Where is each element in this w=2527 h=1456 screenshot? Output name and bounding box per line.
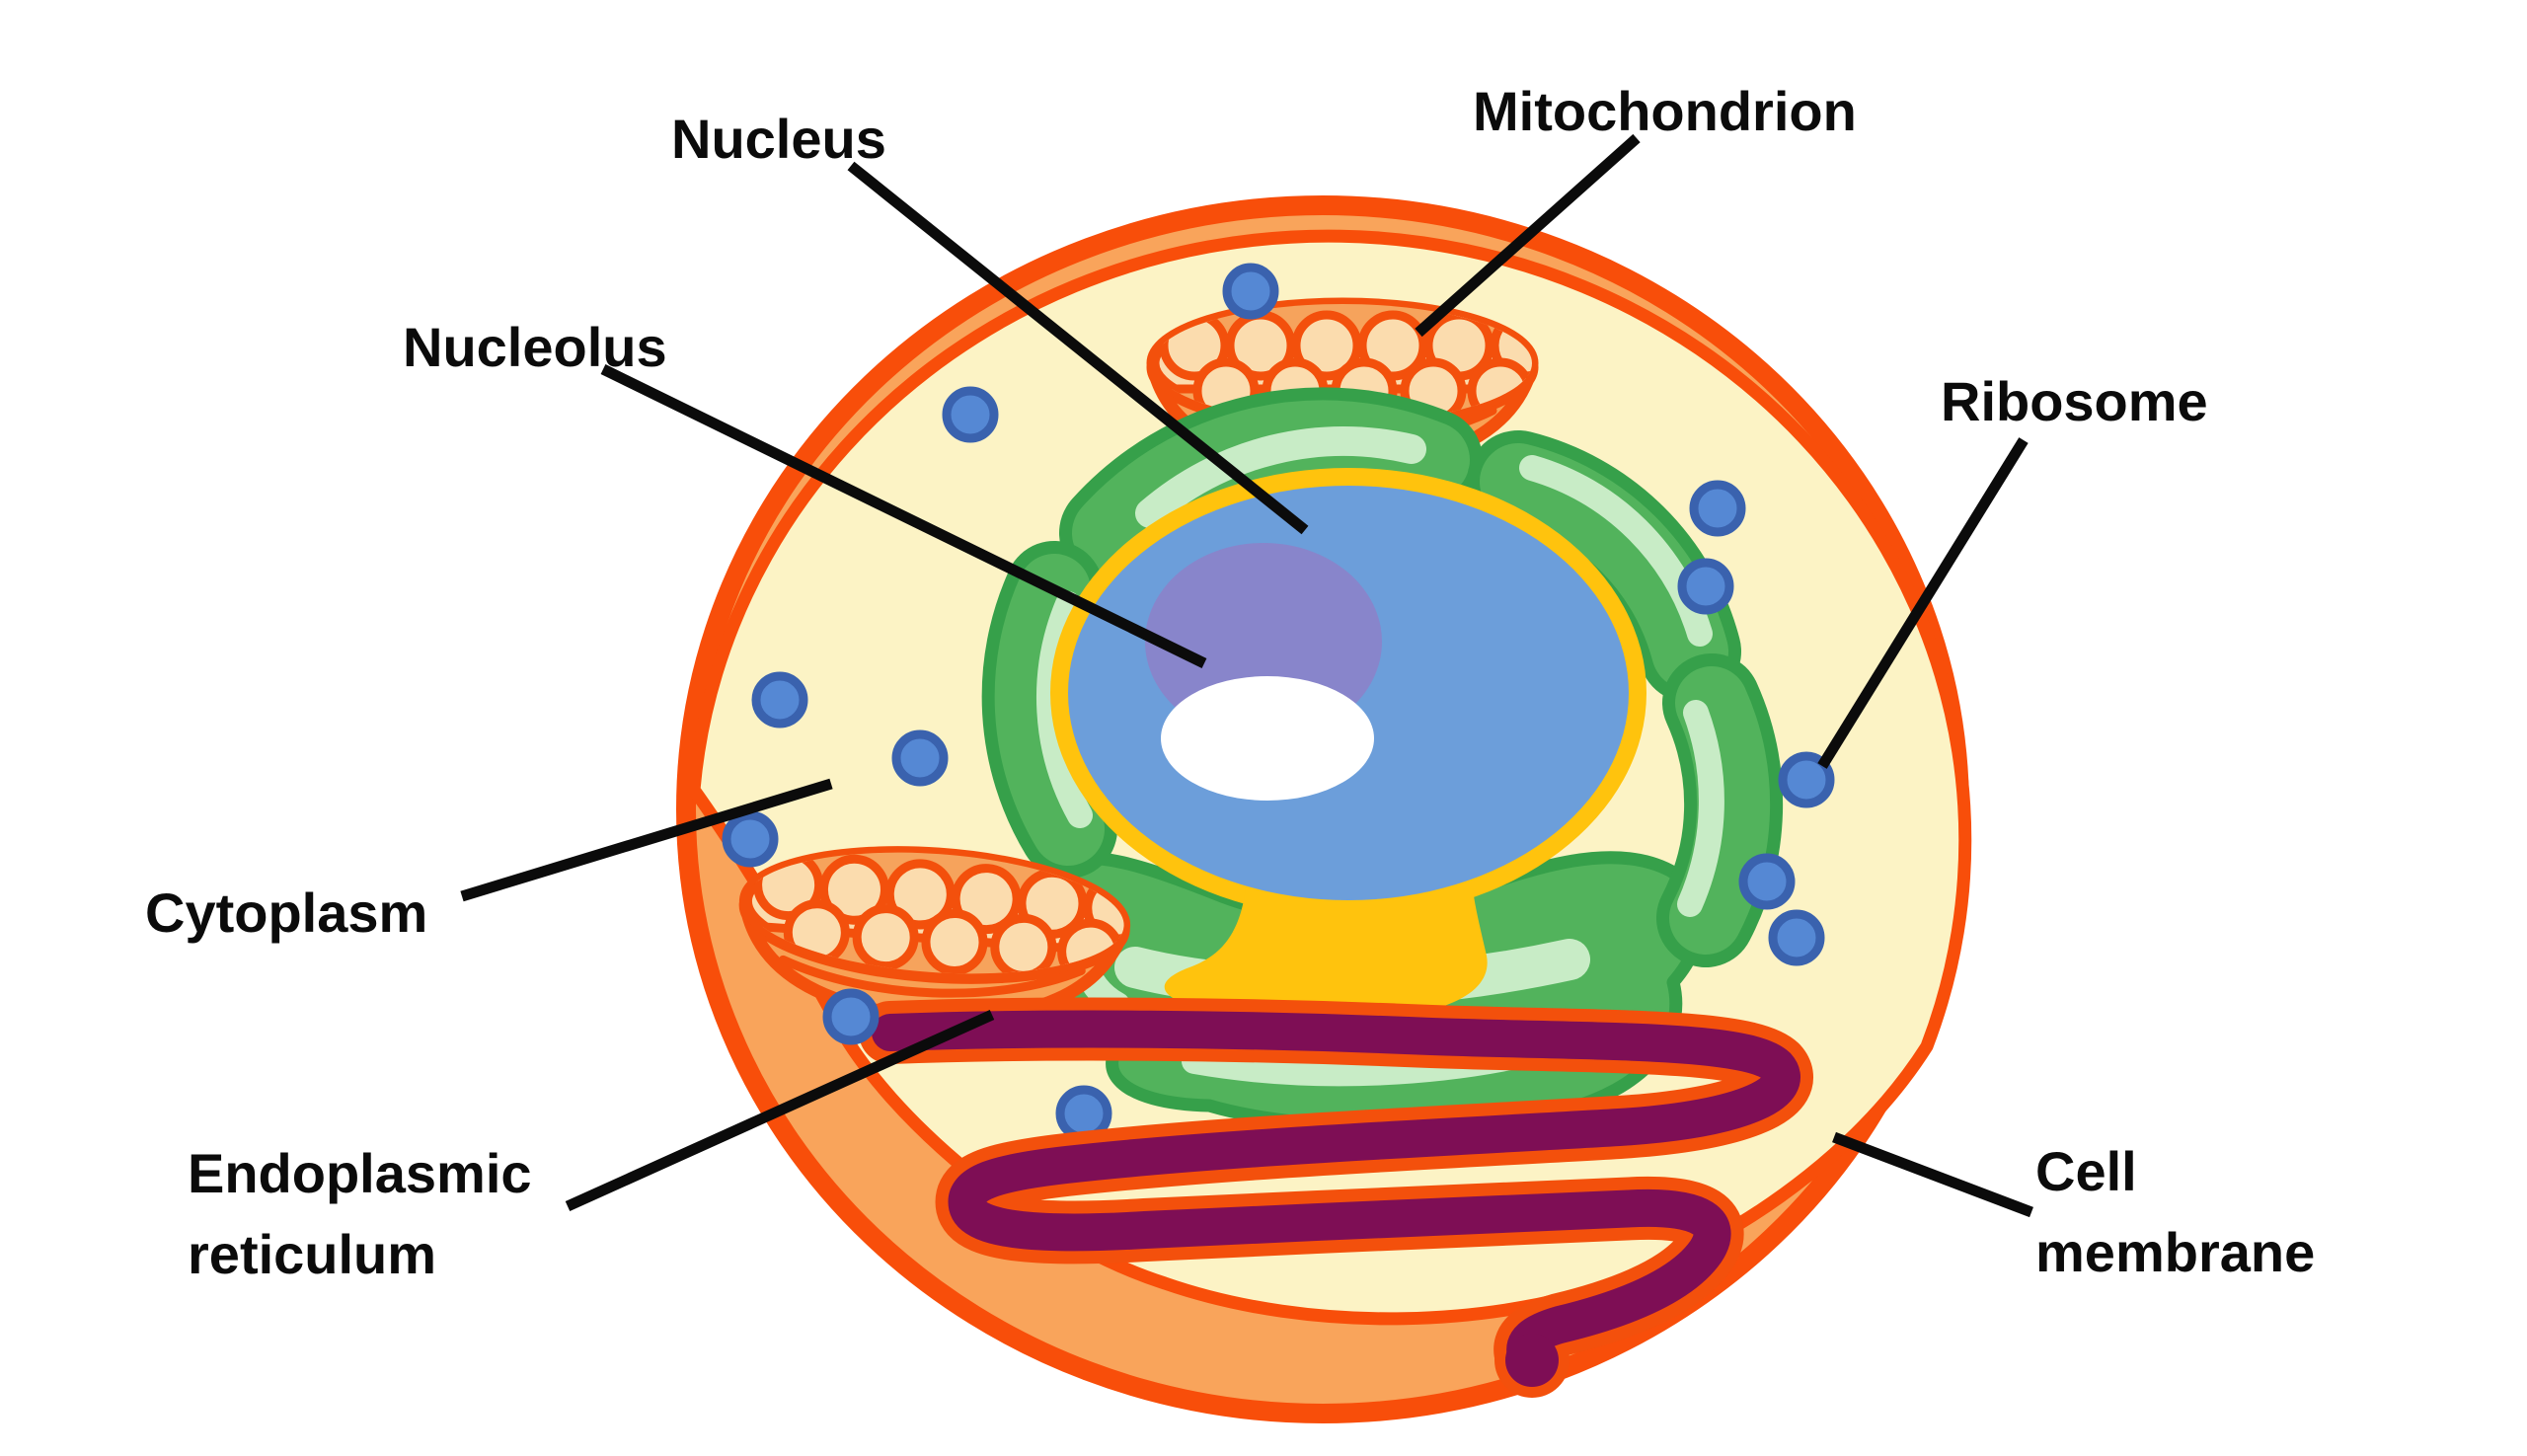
leader-ribosome bbox=[1817, 437, 2029, 769]
leader-mitochondrion bbox=[1415, 133, 1641, 338]
label-ribosome: Ribosome bbox=[1941, 370, 2208, 432]
leader-er bbox=[565, 1009, 995, 1212]
ribosome bbox=[891, 729, 949, 787]
ribosomes bbox=[751, 263, 1835, 1045]
ribosome bbox=[722, 810, 779, 868]
leader-cell-membrane bbox=[1832, 1131, 2033, 1218]
leader-nucleus bbox=[847, 161, 1309, 535]
ribosome bbox=[1689, 480, 1746, 537]
label-mitochondrion: Mitochondrion bbox=[1473, 80, 1857, 142]
ribosome bbox=[751, 671, 808, 728]
ribosome bbox=[1677, 558, 1734, 615]
label-cell-membrane: Cell membrane bbox=[2035, 1140, 2316, 1283]
nucleus bbox=[1050, 468, 1646, 1022]
ribosome bbox=[1768, 909, 1825, 966]
nucleolus-crescent bbox=[1161, 676, 1374, 801]
label-endoplasmic-reticulum: Endoplasmic reticulum bbox=[188, 1142, 532, 1285]
endoplasmic-reticulum bbox=[859, 997, 1813, 1398]
ribosome bbox=[1778, 751, 1835, 808]
ribosome bbox=[822, 988, 880, 1045]
ribosome bbox=[1738, 853, 1796, 910]
label-nucleus: Nucleus bbox=[671, 108, 886, 170]
ribosome bbox=[942, 386, 999, 443]
leader-cytoplasm bbox=[460, 778, 833, 902]
ribosome bbox=[1222, 263, 1279, 320]
nuclear-ring-funnel bbox=[1164, 888, 1488, 1022]
leader-nucleolus bbox=[600, 364, 1207, 668]
label-nucleolus: Nucleolus bbox=[403, 316, 667, 378]
leader-lines bbox=[460, 133, 2033, 1218]
label-cytoplasm: Cytoplasm bbox=[145, 881, 428, 944]
